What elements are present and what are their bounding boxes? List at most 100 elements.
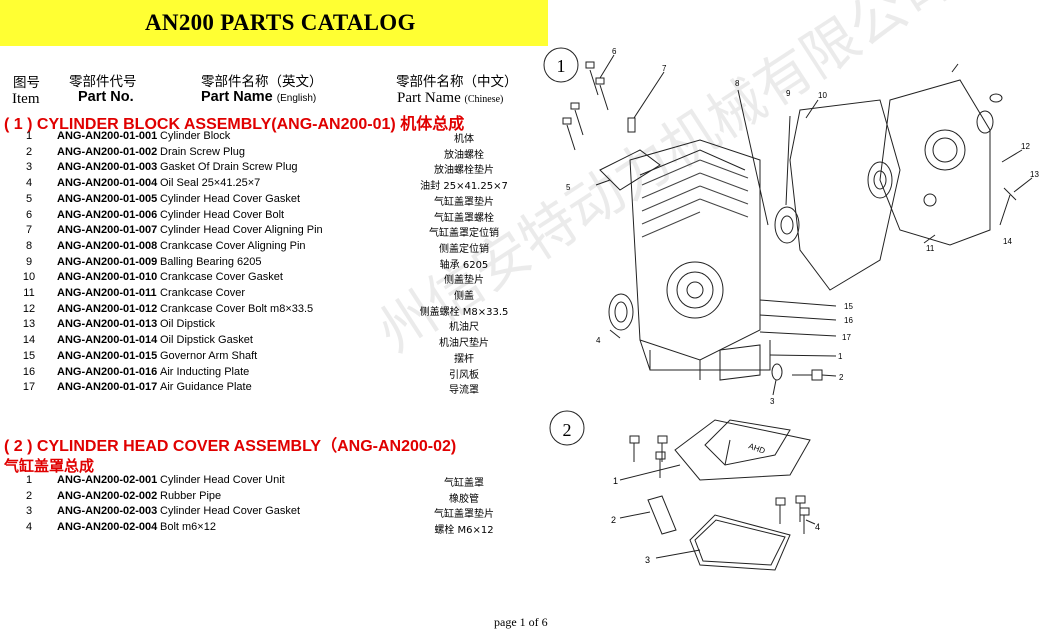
part-name-chinese: 气缸盖罩螺栓 [434,212,494,224]
part-name-english: Oil Seal 25×41.25×7 [160,177,261,190]
callout-label: 14 [1003,237,1012,246]
part-number: ANG-AN200-01-005 [57,192,158,205]
part-name-english: Rubber Pipe [160,489,222,502]
part-name-english: Cylinder Head Cover Gasket [160,505,301,518]
callout-label: 17 [842,333,851,342]
part-name-english: Crankcase Cover Aligning Pin [160,239,306,252]
callout-label: 6 [612,47,617,56]
callout-label: 4 [596,336,601,345]
part-name-english: Cylinder Head Cover Bolt [160,208,285,221]
callout-label: 7 [662,64,667,73]
callout-label: 2 [839,373,844,382]
part-number: ANG-AN200-01-010 [57,271,158,284]
part-number: ANG-AN200-02-003 [57,505,158,518]
part-name-chinese: 放油螺栓 [444,149,484,161]
header-item-cn: 图号 [13,75,40,91]
part-name-chinese: 机油尺垫片 [439,338,489,350]
part-name-english: Gasket Of Drain Screw Plug [160,161,298,174]
exploded-diagram: 1 [543,47,1039,571]
item-number: 3 [25,505,33,518]
part-number: ANG-AN200-01-011 [57,287,157,299]
part-number: ANG-AN200-01-016 [57,365,158,378]
section2-title: ( 2 ) CYLINDER HEAD COVER ASSEMBLY（ANG-A… [4,438,457,455]
item-number: 15 [22,349,36,362]
part-name-chinese: 放油螺栓垫片 [434,165,494,177]
item-number: 7 [25,224,33,237]
diagram2-badge-label: 2 [563,420,572,440]
callout-label: 1 [838,352,843,361]
part-name-english: Air Guidance Plate [160,381,252,394]
part-name-chinese: 机油尺 [449,322,479,334]
part-name-english: Cylinder Head Cover Gasket [160,192,301,205]
callout-label: 1 [613,476,618,486]
callout-label: 4 [815,522,820,532]
part-name-english: Crankcase Cover Bolt m8×33.5 [160,302,314,315]
item-number: 2 [25,489,33,502]
part-name-english: Governor Arm Shaft [160,349,258,362]
part-name-chinese: 侧盖定位销 [439,243,489,255]
item-number: 17 [22,381,36,394]
diagram1-badge-label: 1 [557,56,566,76]
callout-label: 16 [844,316,853,325]
callout-label: 5 [566,183,571,192]
part-name-english: Bolt m6×12 [160,521,216,534]
part-name-english: Air Inducting Plate [160,365,250,378]
diagram1-badge: 1 [543,47,579,83]
cover-embossed-label: AHD [747,441,766,455]
item-number: 11 [23,287,35,299]
callout-label: 10 [818,91,827,100]
callout-label: 13 [1030,170,1039,179]
header-item-en: Item [12,91,40,107]
part-name-chinese: 螺栓 M6×12 [434,525,494,537]
item-number: 14 [22,334,36,347]
item-number: 4 [25,177,33,190]
item-number: 9 [25,255,33,268]
section1-title: ( 1 ) CYLINDER BLOCK ASSEMBLY(ANG-AN200-… [4,116,465,133]
page-title: AN200 PARTS CATALOG [145,10,416,35]
part-name-english: Drain Screw Plug [160,145,245,158]
header-name-en-en: Part Name (English) [201,89,317,105]
part-number: ANG-AN200-01-017 [57,381,158,394]
callout-label: 3 [770,397,775,406]
diagram2-badge: 2 [549,410,585,446]
item-number: 16 [22,365,36,378]
part-number: ANG-AN200-02-002 [57,489,158,502]
part-number: ANG-AN200-01-013 [57,318,158,331]
title-banner: AN200 PARTS CATALOG [0,0,548,46]
part-name-chinese: 橡胶管 [449,493,479,505]
callout-label: 3 [645,555,650,565]
item-number: 6 [25,208,33,221]
part-name-english: Cylinder Head Cover Aligning Pin [160,224,323,237]
item-number: 4 [25,521,33,534]
part-name-chinese: 引风板 [449,369,479,381]
item-number: 2 [25,145,33,158]
item-number: 8 [25,239,33,252]
part-number: ANG-AN200-01-002 [57,145,158,158]
part-number: ANG-AN200-01-006 [57,208,158,221]
header-partno-en: Part No. [78,89,134,105]
callout-label: 8 [735,79,740,88]
item-number: 12 [22,302,36,315]
item-number: 13 [22,318,36,331]
part-name-chinese: 导流罩 [449,385,479,397]
page-footer: page 1 of 6 [494,615,548,629]
part-name-english: Crankcase Cover [160,287,245,299]
part-number: ANG-AN200-01-001 [57,130,158,142]
part-name-english: Crankcase Cover Gasket [160,271,283,284]
part-name-chinese: 侧盖垫片 [444,275,484,287]
part-number: ANG-AN200-01-014 [57,334,158,347]
section2-title-cn: 气缸盖罩总成 [4,457,95,475]
part-name-english: Cylinder Block [160,130,231,142]
part-number: ANG-AN200-01-009 [57,255,158,268]
part-number: ANG-AN200-01-004 [57,177,158,190]
header-name-cn-en: Part Name (Chinese) [397,90,504,106]
callout-label: 11 [926,244,935,253]
part-number: ANG-AN200-01-007 [57,224,158,237]
part-name-chinese: 机体 [454,134,474,145]
part-name-chinese: 侧盖螺栓 M8×33.5 [419,306,509,318]
cylinder-block-drawing [562,54,1033,396]
item-number: 3 [25,161,33,174]
part-name-chinese: 气缸盖罩定位销 [429,228,499,240]
part-name-chinese: 气缸盖罩垫片 [434,196,494,208]
cylinder-head-cover-drawing: AHD [619,419,816,571]
